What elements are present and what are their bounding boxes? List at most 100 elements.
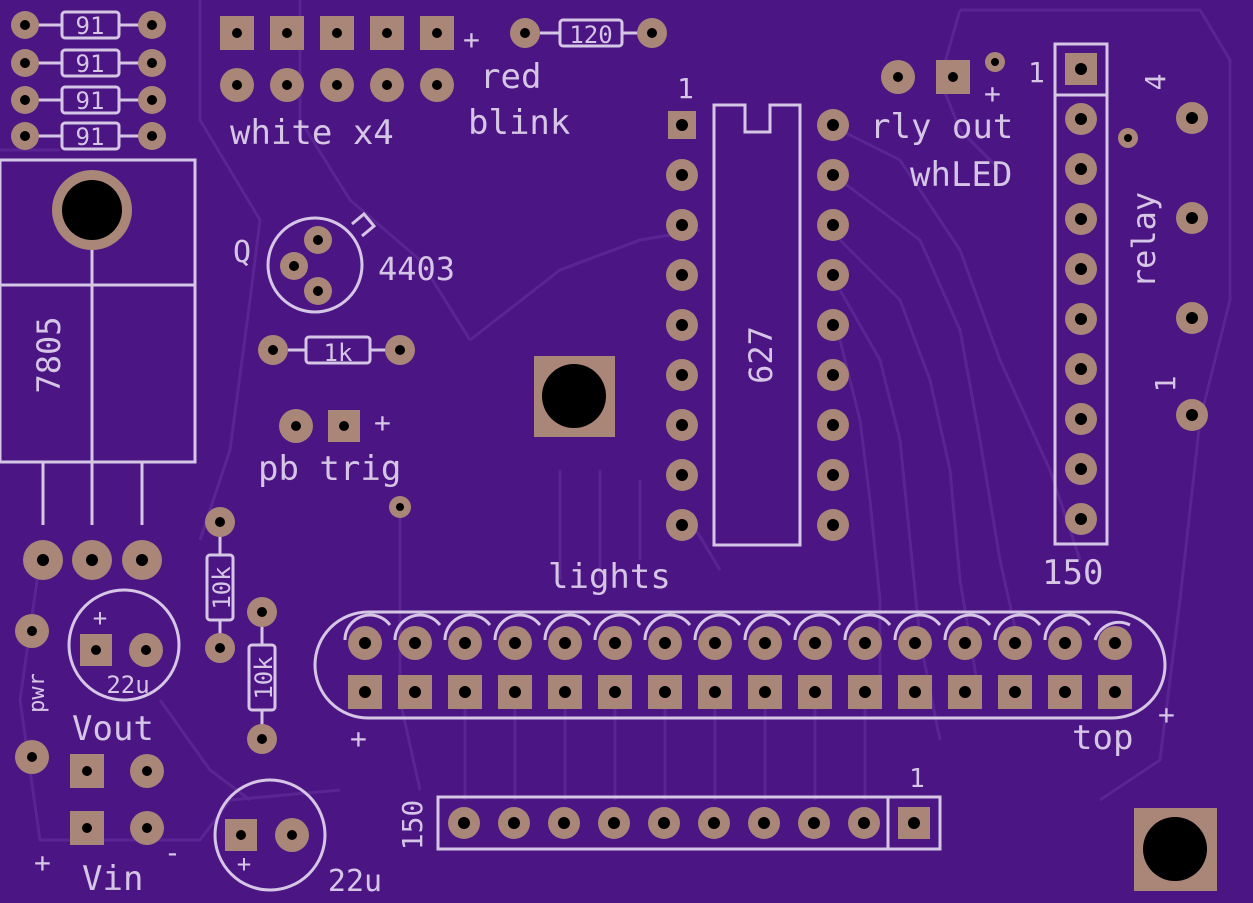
- drill-hole: [409, 686, 421, 698]
- drill-hole: [1009, 637, 1021, 649]
- drill-hole: [827, 219, 839, 231]
- bottom-header-label: 150: [396, 800, 429, 851]
- drill-hole: [808, 817, 820, 829]
- drill-hole: [20, 58, 30, 68]
- transistor-q: [266, 211, 377, 314]
- resistor-10k-label: 10k: [208, 566, 236, 610]
- drill-hole: [282, 28, 292, 38]
- drill-hole: [520, 28, 530, 38]
- drill-hole: [1186, 312, 1198, 324]
- drill-hole: [1059, 686, 1071, 698]
- ic-pin1-label: 1: [677, 72, 694, 105]
- drill-hole: [409, 637, 421, 649]
- drill-hole: [359, 686, 371, 698]
- drill-hole: [142, 823, 152, 833]
- drill-hole: [1075, 363, 1087, 375]
- drill-hole: [458, 817, 470, 829]
- drill-hole: [268, 345, 278, 355]
- drill-hole: [1109, 686, 1121, 698]
- bottom-header-pin1-label: 1: [909, 764, 925, 794]
- drill-hole: [147, 131, 157, 141]
- transistor-label: Q: [233, 235, 251, 270]
- drill-hole: [1059, 637, 1071, 649]
- drill-hole: [289, 261, 299, 271]
- relay-pin-4-label: 4: [1139, 74, 1172, 91]
- ic-627-outline: [712, 103, 802, 547]
- vout-label: Vout: [72, 709, 154, 749]
- drill-hole: [827, 469, 839, 481]
- drill-hole: [709, 686, 721, 698]
- white-leds-plus-label: +: [463, 23, 480, 56]
- drill-hole: [759, 637, 771, 649]
- drill-hole: [509, 686, 521, 698]
- power-label: pwr: [25, 673, 50, 713]
- drill-hole: [291, 421, 301, 431]
- drill-hole: [559, 686, 571, 698]
- drill-hole: [432, 28, 442, 38]
- drill-hole: [647, 28, 657, 38]
- drill-hole: [313, 286, 323, 296]
- regulator-label: 7805: [30, 316, 68, 393]
- resistor-array-91: 91 91 91 91: [36, 10, 140, 151]
- drill-hole: [759, 686, 771, 698]
- pushbutton-trigger-label: pb trig: [258, 449, 401, 489]
- resistor-value-label: 91: [76, 50, 105, 78]
- drill-hole: [147, 58, 157, 68]
- resistor-120-label: 120: [569, 21, 612, 49]
- drill-hole: [959, 637, 971, 649]
- drill-hole: [1075, 263, 1087, 275]
- drill-hole: [676, 319, 688, 331]
- drill-hole: [959, 686, 971, 698]
- drill-hole: [142, 766, 152, 776]
- drill-hole: [1109, 637, 1121, 649]
- drill-hole: [508, 817, 520, 829]
- drill-hole: [859, 637, 871, 649]
- drill-hole: [395, 345, 405, 355]
- resistor-value-label: 91: [76, 123, 105, 151]
- drill-hole: [827, 169, 839, 181]
- drill-hole: [215, 643, 225, 653]
- drill-hole: [257, 734, 267, 744]
- cap-value-label: 22u: [328, 864, 382, 899]
- blink-label: blink: [468, 103, 570, 143]
- drill-hole: [141, 645, 151, 655]
- drill-hole: [676, 219, 688, 231]
- drill-hole: [1186, 409, 1198, 421]
- drill-hole: [509, 637, 521, 649]
- drill-hole: [1075, 413, 1087, 425]
- drill-hole: [676, 419, 688, 431]
- top-label: top: [1072, 718, 1133, 758]
- drill-hole: [1186, 112, 1198, 124]
- drill-hole: [236, 830, 246, 840]
- drill-hole: [1075, 213, 1087, 225]
- drill-hole: [432, 80, 442, 90]
- drill-hole: [20, 20, 30, 30]
- drill-hole: [676, 469, 688, 481]
- regulator-7805: [0, 158, 197, 525]
- rly-out-plus-label: +: [984, 77, 1001, 110]
- white-leds-label: white x4: [230, 113, 394, 153]
- drill-hole: [332, 28, 342, 38]
- relay-pin-1-label: 1: [1149, 376, 1182, 393]
- drill-hole: [827, 269, 839, 281]
- drill-hole: [609, 637, 621, 649]
- drill-hole: [758, 817, 770, 829]
- drill-hole: [809, 686, 821, 698]
- vin-plus-label: +: [34, 846, 51, 879]
- mounting-hole: [1143, 817, 1207, 881]
- drill-hole: [991, 58, 999, 66]
- drill-hole: [827, 519, 839, 531]
- cap-value-label: 22u: [106, 671, 149, 699]
- drill-hole: [27, 752, 37, 762]
- drill-hole: [948, 72, 958, 82]
- capacitor-22u-bottom: [213, 778, 327, 892]
- drill-hole: [396, 503, 404, 511]
- vin-label: Vin: [82, 859, 143, 899]
- top-plus-label: +: [1158, 698, 1175, 731]
- drill-hole: [147, 95, 157, 105]
- cap-plus-label: +: [93, 604, 107, 632]
- drill-hole: [82, 823, 92, 833]
- drill-hole: [559, 637, 571, 649]
- drill-hole: [91, 645, 101, 655]
